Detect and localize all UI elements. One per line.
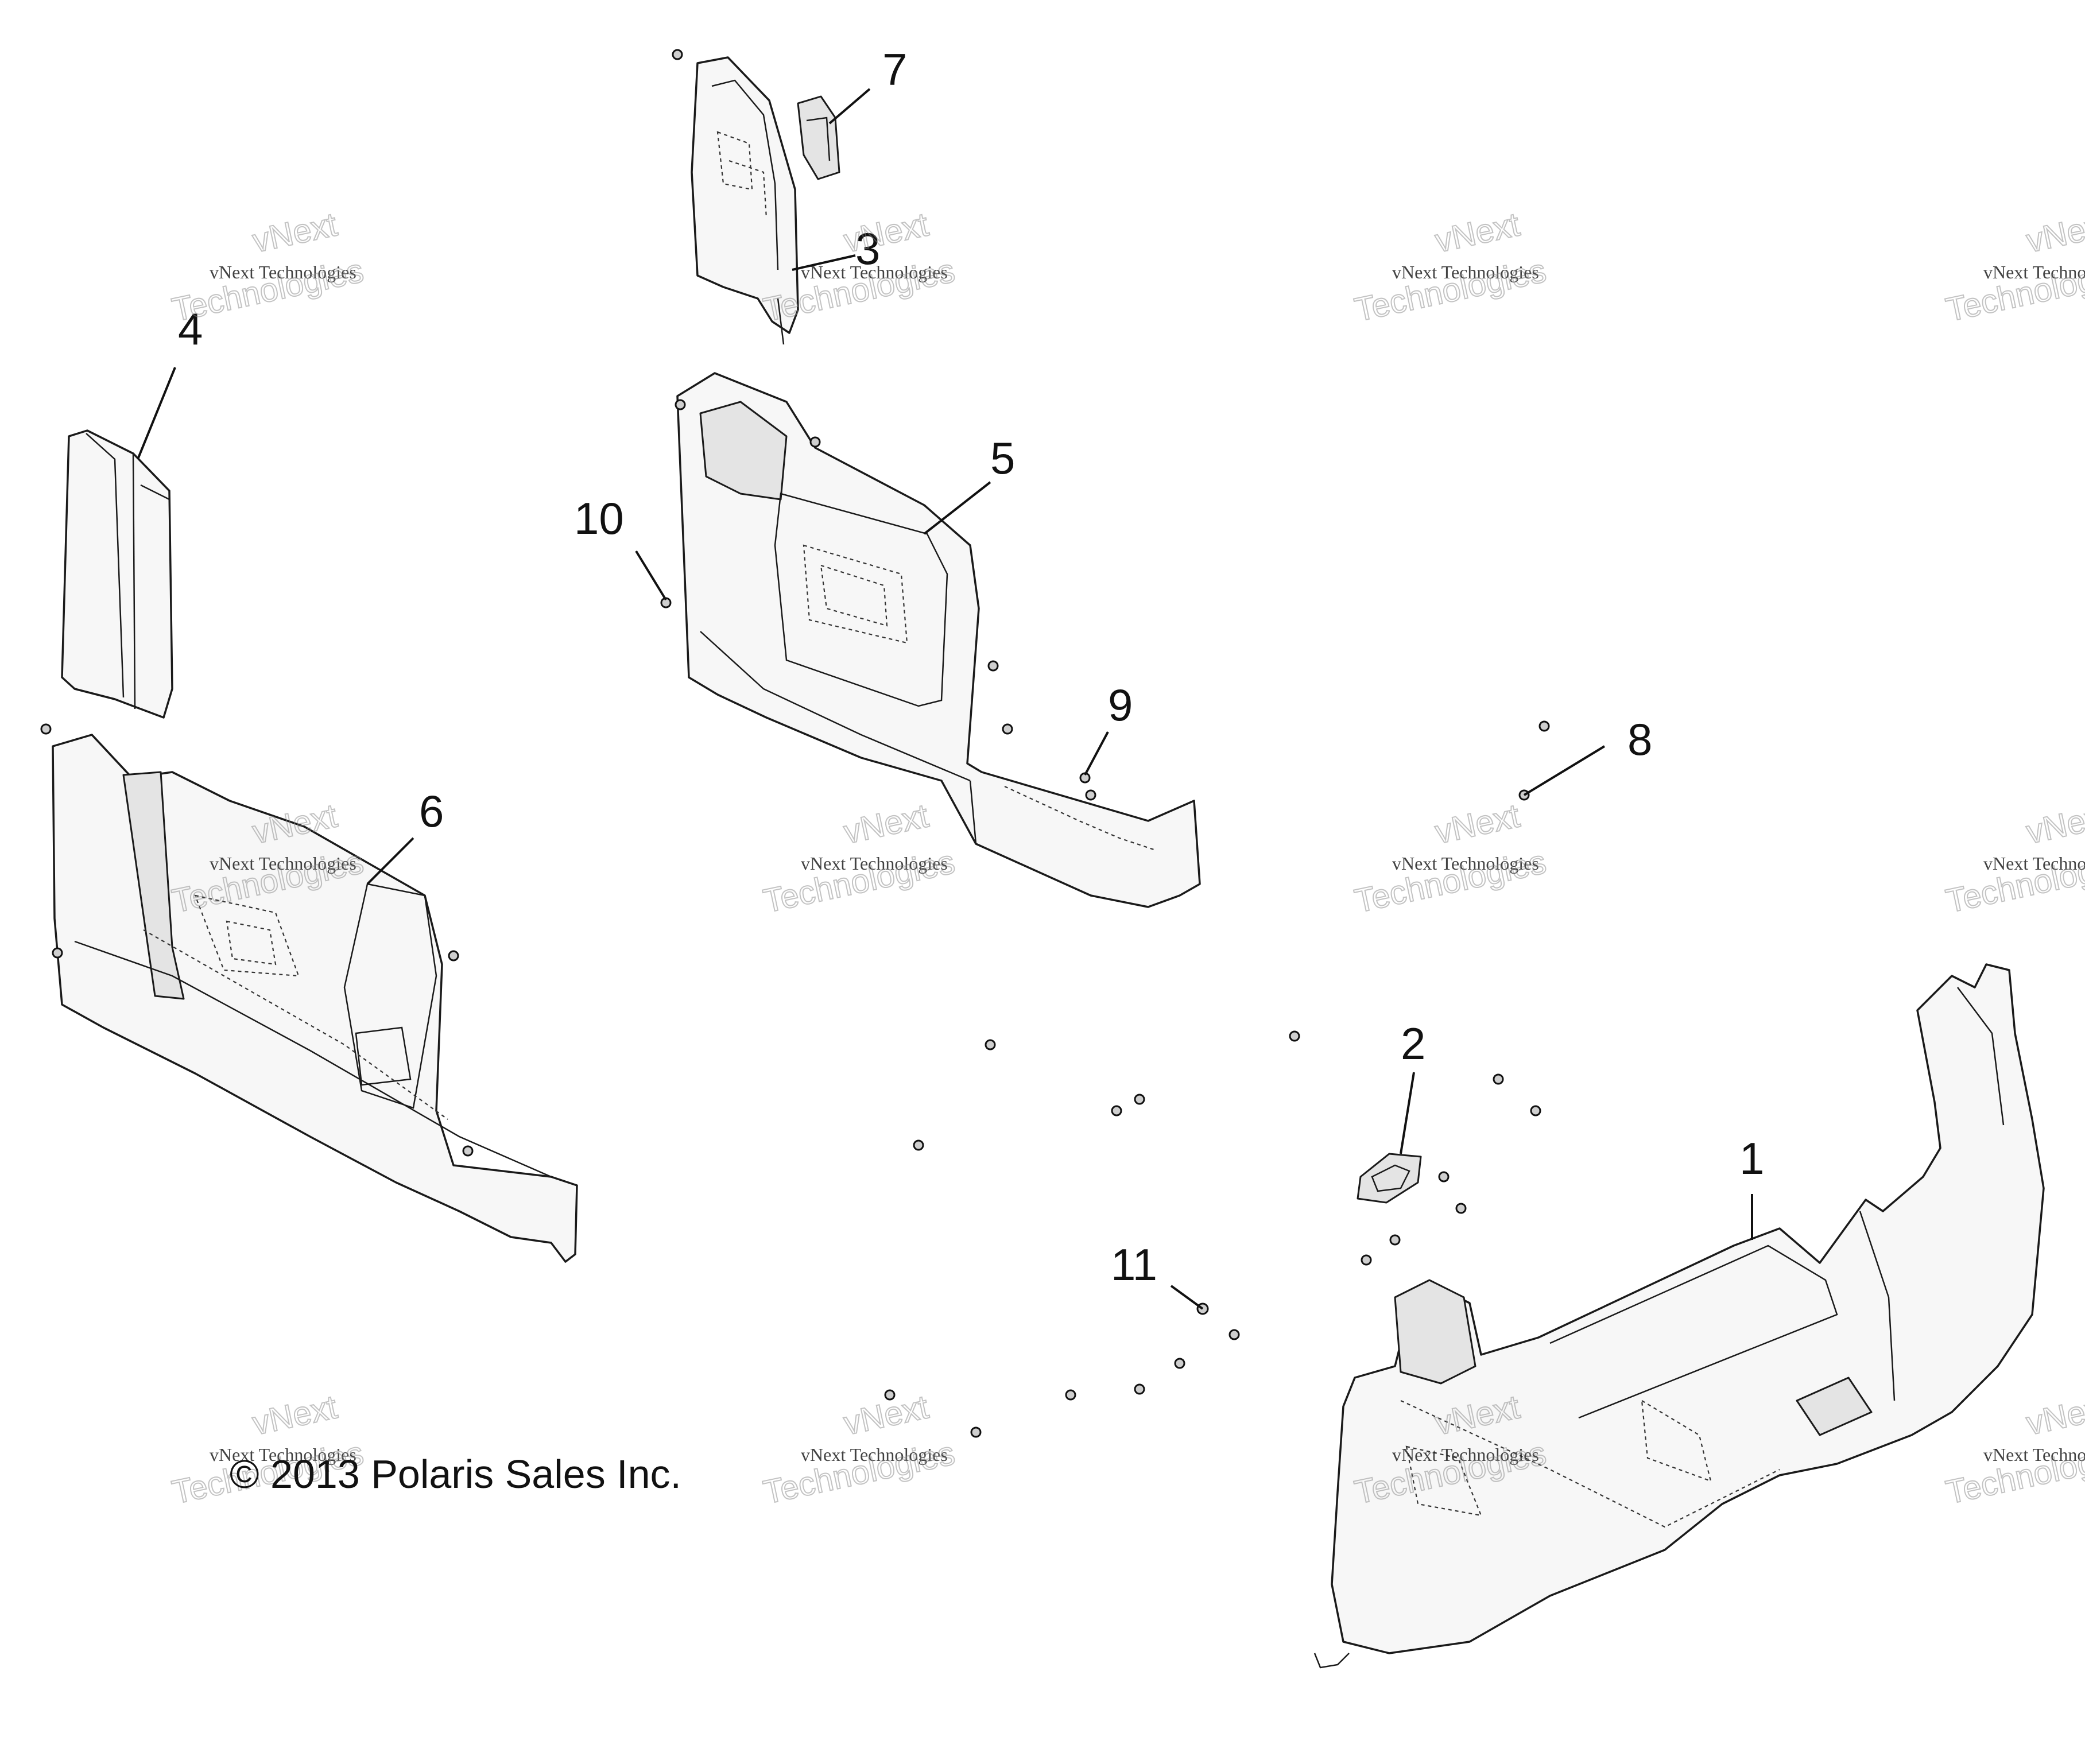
leader-lines — [137, 88, 1753, 1310]
svg-text:vNext: vNext — [2023, 1388, 2085, 1442]
svg-text:vNext Technologies: vNext Technologies — [801, 853, 948, 874]
svg-text:vNext Technologies: vNext Technologies — [1983, 262, 2085, 282]
fastener — [1085, 789, 1096, 801]
fastener — [987, 660, 999, 672]
svg-text:vNext Technologies: vNext Technologies — [1983, 853, 2085, 874]
callouts: 1 2 3 4 5 6 7 8 9 10 11 — [178, 44, 1764, 1290]
fastener — [985, 1039, 996, 1050]
svg-text:vNext Technologies: vNext Technologies — [801, 262, 948, 282]
svg-text:vNext: vNext — [2023, 206, 2085, 259]
svg-text:vNext: vNext — [249, 1388, 340, 1442]
part-3-panel — [691, 56, 799, 345]
part-6-door-panel — [52, 734, 578, 1263]
callout-2: 2 — [1401, 1018, 1425, 1069]
leader-10 — [635, 550, 667, 601]
leader-3 — [792, 254, 856, 271]
fastener — [1361, 1254, 1372, 1266]
callout-4: 4 — [178, 304, 203, 354]
svg-text:vNext Technologies: vNext Technologies — [1392, 853, 1539, 874]
leader-4 — [137, 367, 176, 460]
leader-5 — [923, 481, 991, 535]
fasteners — [40, 49, 1550, 1438]
leader-7 — [828, 88, 871, 125]
svg-text:vNext Technologies: vNext Technologies — [1392, 1444, 1539, 1465]
svg-text:vNext Technologies: vNext Technologies — [210, 1444, 356, 1465]
fastener — [1438, 1171, 1450, 1183]
callout-7: 7 — [882, 44, 907, 95]
fastener — [1289, 1030, 1300, 1042]
leader-2 — [1400, 1072, 1415, 1154]
copyright-text: © 2013 Polaris Sales Inc. — [230, 1452, 681, 1497]
fastener — [1134, 1094, 1145, 1105]
callout-9: 9 — [1108, 680, 1133, 730]
fastener — [462, 1145, 474, 1157]
watermark: vNext Technologies vNext Technologies — [1942, 205, 2085, 329]
fastener — [672, 49, 683, 60]
svg-text:vNext Technologies: vNext Technologies — [210, 262, 356, 282]
part-1-dash-structure — [1313, 963, 2045, 1669]
fastener — [1493, 1073, 1504, 1085]
part-4-pillar — [61, 429, 173, 719]
part-7-clip — [797, 95, 840, 180]
fastener — [1002, 723, 1013, 735]
fastener — [1228, 1329, 1240, 1340]
svg-text:vNext: vNext — [249, 206, 340, 259]
svg-text:vNext: vNext — [1432, 797, 1523, 851]
svg-text:vNext: vNext — [840, 206, 932, 259]
part-5-door-panel — [676, 372, 1201, 908]
svg-text:vNext: vNext — [840, 797, 932, 851]
callout-10: 10 — [574, 493, 624, 544]
callout-5: 5 — [990, 433, 1015, 483]
svg-text:vNext Technologies: vNext Technologies — [1983, 1444, 2085, 1465]
watermark: vNext Technologies vNext Technologies — [759, 1387, 959, 1511]
leader-9 — [1084, 731, 1109, 776]
fastener — [913, 1139, 924, 1151]
svg-text:vNext Technologies: vNext Technologies — [210, 853, 356, 874]
callout-6: 6 — [419, 786, 444, 836]
leader-6 — [366, 837, 414, 885]
callout-3: 3 — [855, 223, 880, 274]
fastener — [52, 947, 63, 959]
watermark: vNext Technologies vNext Technologies — [1942, 796, 2085, 920]
callout-8: 8 — [1627, 714, 1652, 765]
watermark: vNext Technologies vNext Technologies — [168, 205, 367, 329]
leader-8 — [1523, 745, 1606, 796]
fastener — [675, 399, 686, 410]
fastener — [884, 1389, 896, 1401]
svg-text:vNext: vNext — [840, 1388, 932, 1442]
watermark: vNext Technologies vNext Technologies — [1351, 796, 1550, 920]
svg-text:vNext Technologies: vNext Technologies — [801, 1444, 948, 1465]
callout-11: 11 — [1111, 1239, 1157, 1290]
fastener — [1065, 1389, 1076, 1401]
fastener — [970, 1426, 982, 1438]
callout-1: 1 — [1739, 1133, 1764, 1184]
fastener — [1530, 1105, 1541, 1116]
leader-11 — [1170, 1285, 1204, 1310]
part-2-plate — [1357, 1153, 1422, 1204]
fastener — [1174, 1358, 1185, 1369]
svg-text:vNext: vNext — [2023, 797, 2085, 851]
watermark: vNext Technologies vNext Technologies — [759, 796, 959, 920]
watermark: vNext Technologies vNext Technologies — [1351, 205, 1550, 329]
fastener — [40, 723, 52, 735]
svg-text:vNext: vNext — [1432, 206, 1523, 259]
fastener — [1134, 1383, 1145, 1395]
fastener — [1538, 720, 1550, 732]
fastener — [809, 436, 821, 448]
fastener — [1111, 1105, 1122, 1116]
fastener — [1389, 1234, 1401, 1246]
fastener — [448, 950, 459, 962]
fastener — [1455, 1203, 1467, 1214]
watermark: vNext Technologies vNext Technologies — [1942, 1387, 2085, 1511]
svg-text:vNext Technologies: vNext Technologies — [1392, 262, 1539, 282]
